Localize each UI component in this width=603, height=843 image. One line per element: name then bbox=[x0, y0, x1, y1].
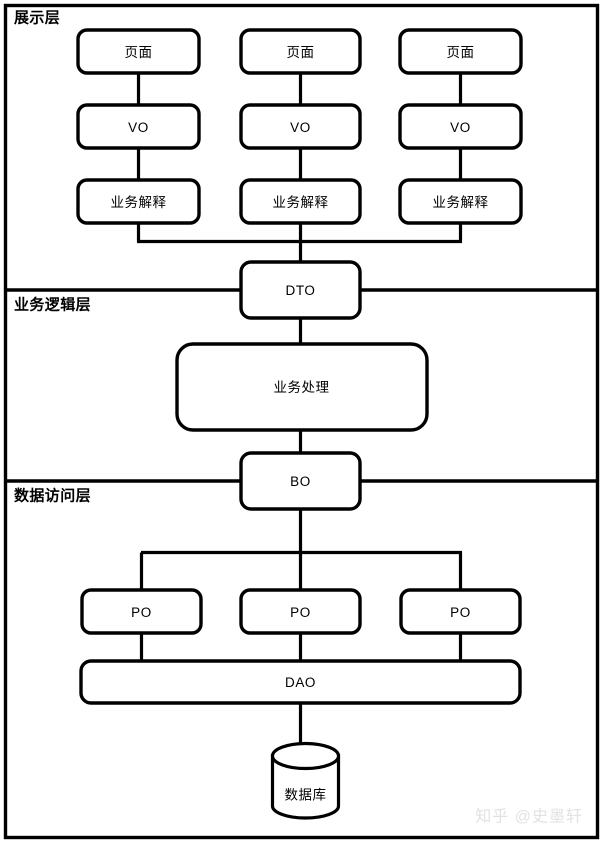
node-vo-1[interactable]: VO bbox=[76, 103, 201, 150]
node-po-2-shape bbox=[239, 588, 362, 635]
node-po-2[interactable]: PO bbox=[239, 588, 362, 635]
node-vo-2-shape bbox=[239, 103, 362, 150]
node-po-1-label: PO bbox=[131, 605, 152, 620]
node-page-2-shape bbox=[239, 28, 362, 75]
node-business-process-label: 业务处理 bbox=[274, 380, 330, 395]
node-dto-shape bbox=[239, 260, 362, 320]
node-interpreter-2-label: 业务解释 bbox=[273, 195, 329, 210]
node-vo-3[interactable]: VO bbox=[398, 103, 523, 150]
diagram-frame bbox=[3, 3, 600, 840]
node-bo[interactable]: BO bbox=[239, 451, 362, 511]
node-vo-3-label: VO bbox=[450, 120, 471, 135]
node-vo-2-label: VO bbox=[290, 120, 311, 135]
layer-label-presentation: 展示层 bbox=[14, 10, 60, 27]
node-po-1[interactable]: PO bbox=[80, 588, 203, 635]
node-dto-label: DTO bbox=[285, 283, 315, 298]
node-page-2-label: 页面 bbox=[287, 45, 315, 60]
node-interpreter-1-shape bbox=[76, 178, 201, 225]
node-interpreter-2[interactable]: 业务解释 bbox=[239, 178, 362, 225]
node-interpreter-3-label: 业务解释 bbox=[433, 195, 489, 210]
node-vo-1-shape bbox=[76, 103, 201, 150]
node-database-cylinder-top bbox=[270, 741, 341, 771]
node-page-1-shape bbox=[76, 28, 201, 75]
node-page-3[interactable]: 页面 bbox=[398, 28, 523, 75]
node-po-3[interactable]: PO bbox=[399, 588, 522, 635]
node-bo-shape bbox=[239, 451, 362, 511]
node-interpreter-3[interactable]: 业务解释 bbox=[398, 178, 523, 225]
node-page-2[interactable]: 页面 bbox=[239, 28, 362, 75]
node-vo-2[interactable]: VO bbox=[239, 103, 362, 150]
node-database[interactable]: 数据库 bbox=[270, 741, 341, 820]
watermark: 知乎 @史墨轩 bbox=[475, 808, 583, 826]
node-vo-1-label: VO bbox=[128, 120, 149, 135]
node-page-3-label: 页面 bbox=[447, 45, 475, 60]
node-interpreter-3-shape bbox=[398, 178, 523, 225]
node-database-cylinder-body bbox=[270, 754, 341, 820]
node-dao[interactable]: DAO bbox=[79, 659, 522, 705]
node-po-3-label: PO bbox=[450, 605, 471, 620]
node-interpreter-1-label: 业务解释 bbox=[111, 195, 167, 210]
node-page-1-label: 页面 bbox=[125, 45, 153, 60]
node-page-3-shape bbox=[398, 28, 523, 75]
node-vo-3-shape bbox=[398, 103, 523, 150]
node-business-process-shape bbox=[175, 342, 429, 432]
node-po-2-label: PO bbox=[290, 605, 311, 620]
node-business-process[interactable]: 业务处理 bbox=[175, 342, 429, 432]
node-dao-shape bbox=[79, 659, 522, 705]
layer-label-data-access: 数据访问层 bbox=[14, 487, 91, 505]
node-database-label: 数据库 bbox=[285, 788, 327, 803]
node-po-3-shape bbox=[399, 588, 522, 635]
node-bo-label: BO bbox=[290, 474, 311, 489]
node-dto[interactable]: DTO bbox=[239, 260, 362, 320]
node-interpreter-2-shape bbox=[239, 178, 362, 225]
node-page-1[interactable]: 页面 bbox=[76, 28, 201, 75]
layer-label-business-logic: 业务逻辑层 bbox=[14, 296, 91, 314]
node-po-1-shape bbox=[80, 588, 203, 635]
node-dao-label: DAO bbox=[285, 675, 316, 690]
node-interpreter-1[interactable]: 业务解释 bbox=[76, 178, 201, 225]
